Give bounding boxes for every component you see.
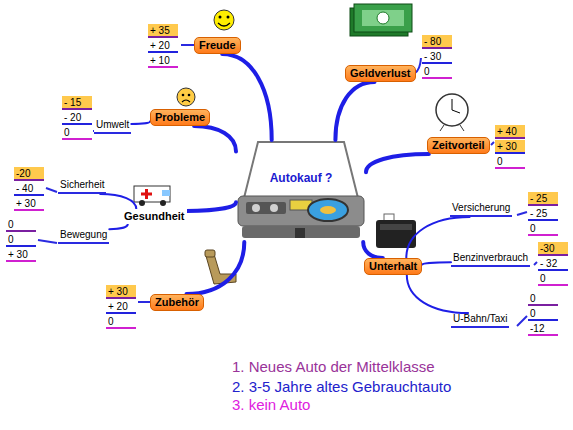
score-value: 0 [538, 272, 568, 286]
node-text: Umwelt [96, 119, 129, 131]
score-value: - 40 [14, 182, 44, 196]
legend-entry: 2. 3-5 Jahre altes Gebrauchtauto [232, 378, 451, 396]
sub-topic: Benzinverbrauch [451, 252, 530, 267]
branch-connector [187, 242, 245, 294]
score-value: 0 [528, 222, 558, 236]
smiley-icon [214, 10, 234, 30]
branch-connector [407, 275, 468, 313]
score-value: - 30 [422, 50, 452, 64]
branch-connector [335, 82, 374, 140]
branch-connector [187, 202, 237, 211]
sub-topic: Sicherheit [58, 179, 106, 194]
sub-topic: Versicherung [450, 202, 512, 217]
score-value: + 10 [148, 54, 178, 68]
branch-connector [422, 262, 451, 264]
branch-connector [131, 122, 150, 125]
clock-icon [436, 94, 468, 131]
branch-connector [109, 224, 128, 229]
score-value: - 20 [62, 111, 92, 125]
score-value: + 40 [495, 125, 525, 139]
legend-entry: 3. kein Auto [232, 396, 310, 414]
leader-lines [38, 45, 537, 326]
branch-box: Unterhalt [364, 258, 422, 275]
score-value: -30 [538, 242, 568, 256]
leader-line [491, 142, 494, 145]
node-text: Benzinverbrauch [453, 252, 528, 264]
sub-topic: Umwelt [94, 119, 131, 134]
leader-line [138, 301, 150, 303]
score-value: + 20 [148, 39, 178, 53]
score-value: + 30 [106, 285, 136, 299]
score-value: 0 [422, 65, 452, 79]
branch-box: Geldverlust [345, 65, 416, 82]
score-value: - 25 [528, 207, 558, 221]
leader-line [534, 262, 537, 265]
branch-box: Zubehör [150, 294, 204, 311]
node-text: Geldverlust [350, 67, 411, 80]
leader-line [38, 240, 57, 243]
score-value: 0 [495, 155, 525, 169]
node-text: Zeitvorteil [432, 139, 485, 152]
branch-connector [222, 54, 272, 140]
node-text: Freude [199, 39, 236, 52]
node-text: Autokauf ? [267, 170, 336, 186]
score-value: 0 [6, 218, 36, 232]
branch-connector [366, 154, 429, 172]
node-text: U-Bahn/Taxi [453, 313, 507, 325]
score-value: -20 [14, 167, 44, 181]
score-value: 0 [62, 126, 92, 140]
leader-line [46, 188, 57, 192]
central-topic: Autokauf ? [236, 140, 366, 242]
branch-connector [100, 194, 136, 209]
leader-line [517, 316, 527, 326]
sad-face-icon [177, 88, 195, 106]
score-value: - 80 [422, 35, 452, 49]
sub-topic: Bewegung [58, 229, 109, 244]
car-dashboard [238, 142, 364, 238]
node-text: Unterhalt [369, 260, 417, 273]
leader-line [415, 58, 421, 73]
node-text: Sicherheit [60, 179, 104, 191]
score-value: - 25 [528, 192, 558, 206]
node-text: Zubehör [155, 296, 199, 309]
branch-box: Probleme [150, 109, 210, 126]
score-value: -12 [528, 322, 558, 336]
score-value: + 30 [14, 197, 44, 211]
score-value: + 30 [495, 140, 525, 154]
node-text: Versicherung [452, 202, 510, 214]
branch-connector [194, 126, 236, 152]
branch-connector [363, 242, 383, 258]
score-value: 0 [106, 315, 136, 329]
legend-entry: 1. Neues Auto der Mittelklasse [232, 358, 435, 376]
node-text: Gesundheit [124, 210, 185, 223]
leader-line [181, 44, 194, 46]
node-text: Probleme [155, 111, 205, 124]
money-icon [350, 4, 412, 36]
score-value: + 20 [106, 300, 136, 314]
score-value: - 15 [62, 96, 92, 110]
score-value: 0 [528, 307, 558, 321]
leader-line [517, 212, 527, 215]
sub-topic: U-Bahn/Taxi [451, 313, 509, 328]
node-text: Bewegung [60, 229, 107, 241]
score-value: + 35 [148, 24, 178, 38]
score-value: 0 [528, 292, 558, 306]
score-value: + 30 [6, 248, 36, 262]
branch-box: Zeitvorteil [427, 137, 490, 154]
score-value: 0 [6, 233, 36, 247]
branch-label: Gesundheit [122, 209, 187, 224]
score-value: - 32 [538, 257, 568, 271]
branch-box: Freude [194, 37, 241, 54]
ambulance-icon [134, 186, 170, 206]
